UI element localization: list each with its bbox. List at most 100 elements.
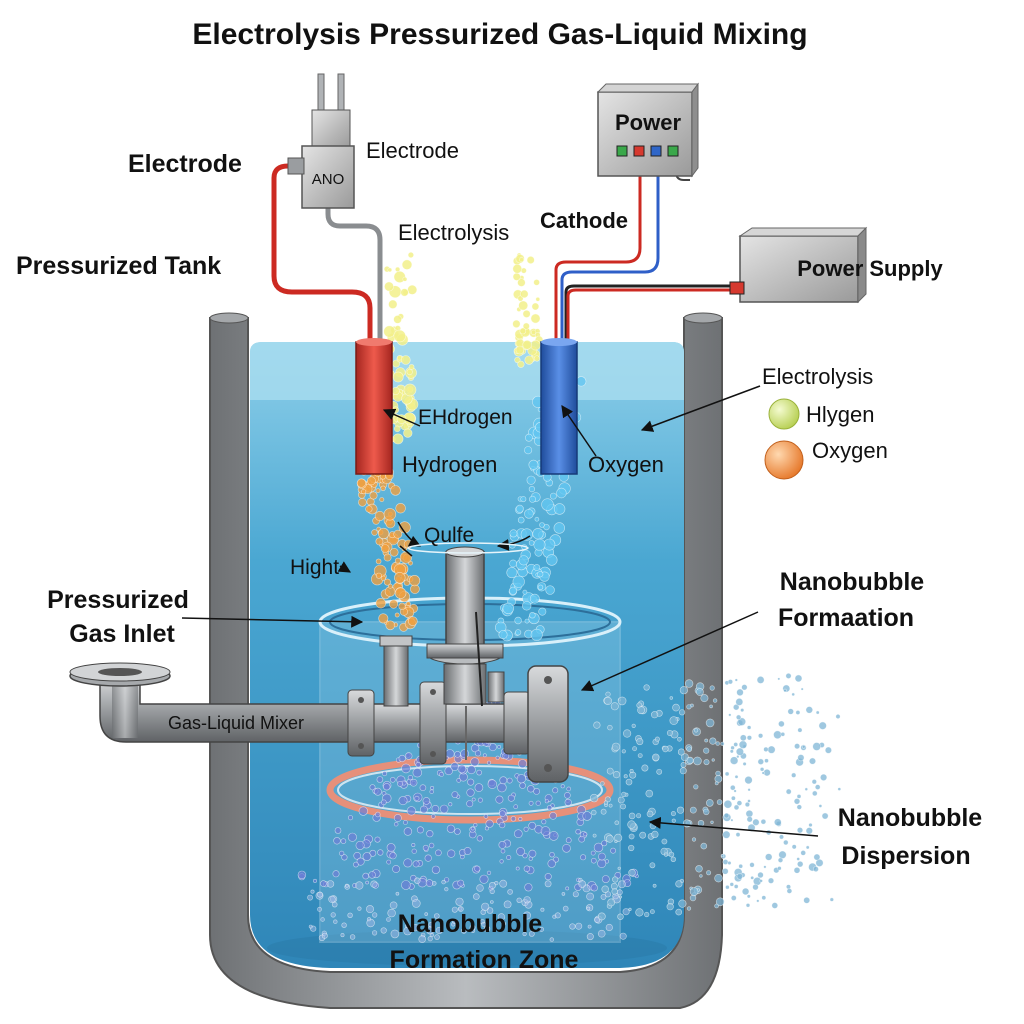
anode-plug-box: ANO (287, 73, 355, 209)
bubble (679, 767, 687, 775)
bubble (612, 770, 621, 779)
bubble (463, 847, 472, 855)
bubble (540, 907, 545, 912)
bubble (403, 827, 413, 836)
bubble (477, 797, 483, 803)
bubble (705, 799, 714, 807)
bubble (606, 767, 614, 775)
bubble (600, 781, 605, 786)
bubble (435, 926, 443, 935)
bubble (389, 776, 396, 783)
bubble (488, 881, 496, 889)
bubble (499, 859, 504, 864)
bubble (522, 322, 530, 330)
bubble (474, 783, 484, 792)
bubble (411, 848, 417, 854)
bubble (608, 803, 613, 808)
bubble (507, 889, 513, 895)
bubble (618, 895, 622, 899)
bubble (506, 854, 512, 860)
bubble (815, 710, 820, 715)
bubble (439, 772, 444, 777)
bubble (330, 912, 336, 918)
bubble (392, 406, 400, 414)
bubble (689, 887, 699, 896)
bubble (461, 928, 467, 934)
bubble (572, 891, 579, 898)
bubble (738, 863, 744, 869)
bubble (607, 898, 616, 907)
bubble (632, 746, 637, 752)
bubble (524, 446, 533, 455)
bubble (650, 909, 655, 915)
bubble (409, 778, 418, 787)
bubble (528, 821, 537, 830)
bubble (385, 620, 396, 631)
bubble (507, 794, 515, 802)
bubble (534, 516, 540, 522)
bubble (598, 852, 606, 861)
bubble (392, 865, 400, 873)
bubble (414, 795, 420, 801)
bubble (704, 738, 709, 743)
bubble (629, 771, 637, 779)
bubble (759, 767, 765, 772)
anode-electrode (355, 338, 393, 475)
cathode-label: Cathode (540, 208, 628, 233)
bubble (380, 575, 386, 581)
bubble (689, 894, 697, 902)
bubble (796, 804, 802, 810)
bubble (637, 706, 645, 715)
bubble (679, 686, 689, 695)
bubble (803, 896, 811, 904)
bubble (785, 672, 792, 679)
bubble (393, 329, 406, 343)
hight-label: Hight (290, 556, 339, 579)
pressurized-gas-inlet-label-line1: Pressurized (47, 586, 189, 614)
bubble (375, 811, 381, 818)
bubble (358, 806, 368, 816)
bubble (554, 912, 561, 919)
bubble (808, 757, 816, 765)
bubble (610, 847, 616, 854)
bubble (333, 919, 338, 924)
bubble (482, 753, 487, 758)
bubble (427, 936, 433, 942)
bubble (656, 768, 663, 775)
bubble (499, 776, 508, 785)
bubble (730, 818, 734, 822)
bubble (430, 785, 435, 790)
bubble (389, 901, 398, 910)
bubble (523, 826, 529, 832)
bubble (760, 818, 767, 825)
bubble (732, 703, 740, 711)
bubble (715, 897, 725, 907)
bubble (736, 754, 740, 759)
bubble (353, 851, 362, 860)
bubble (471, 797, 476, 802)
bubble (637, 753, 643, 758)
bubble (628, 833, 635, 840)
bubble (614, 820, 620, 826)
bubble (636, 738, 644, 746)
bubble (601, 875, 610, 883)
bubble (680, 762, 687, 768)
bubble (497, 782, 507, 793)
bubble (671, 818, 676, 823)
bubble (739, 734, 747, 742)
bubble (520, 289, 529, 299)
bubble (347, 815, 353, 821)
legend-item-hydrogen: Hlygen (806, 402, 874, 427)
bubble (723, 799, 733, 809)
bubble (741, 684, 748, 691)
terminal-green-icon (616, 145, 628, 157)
bubble (519, 782, 526, 789)
bubble (376, 776, 384, 783)
bubble (403, 383, 417, 397)
bubble (811, 779, 817, 785)
bubble (424, 912, 429, 916)
bubble (549, 811, 557, 820)
bubble (340, 838, 347, 845)
bubble (358, 497, 367, 507)
bubble (749, 862, 755, 868)
